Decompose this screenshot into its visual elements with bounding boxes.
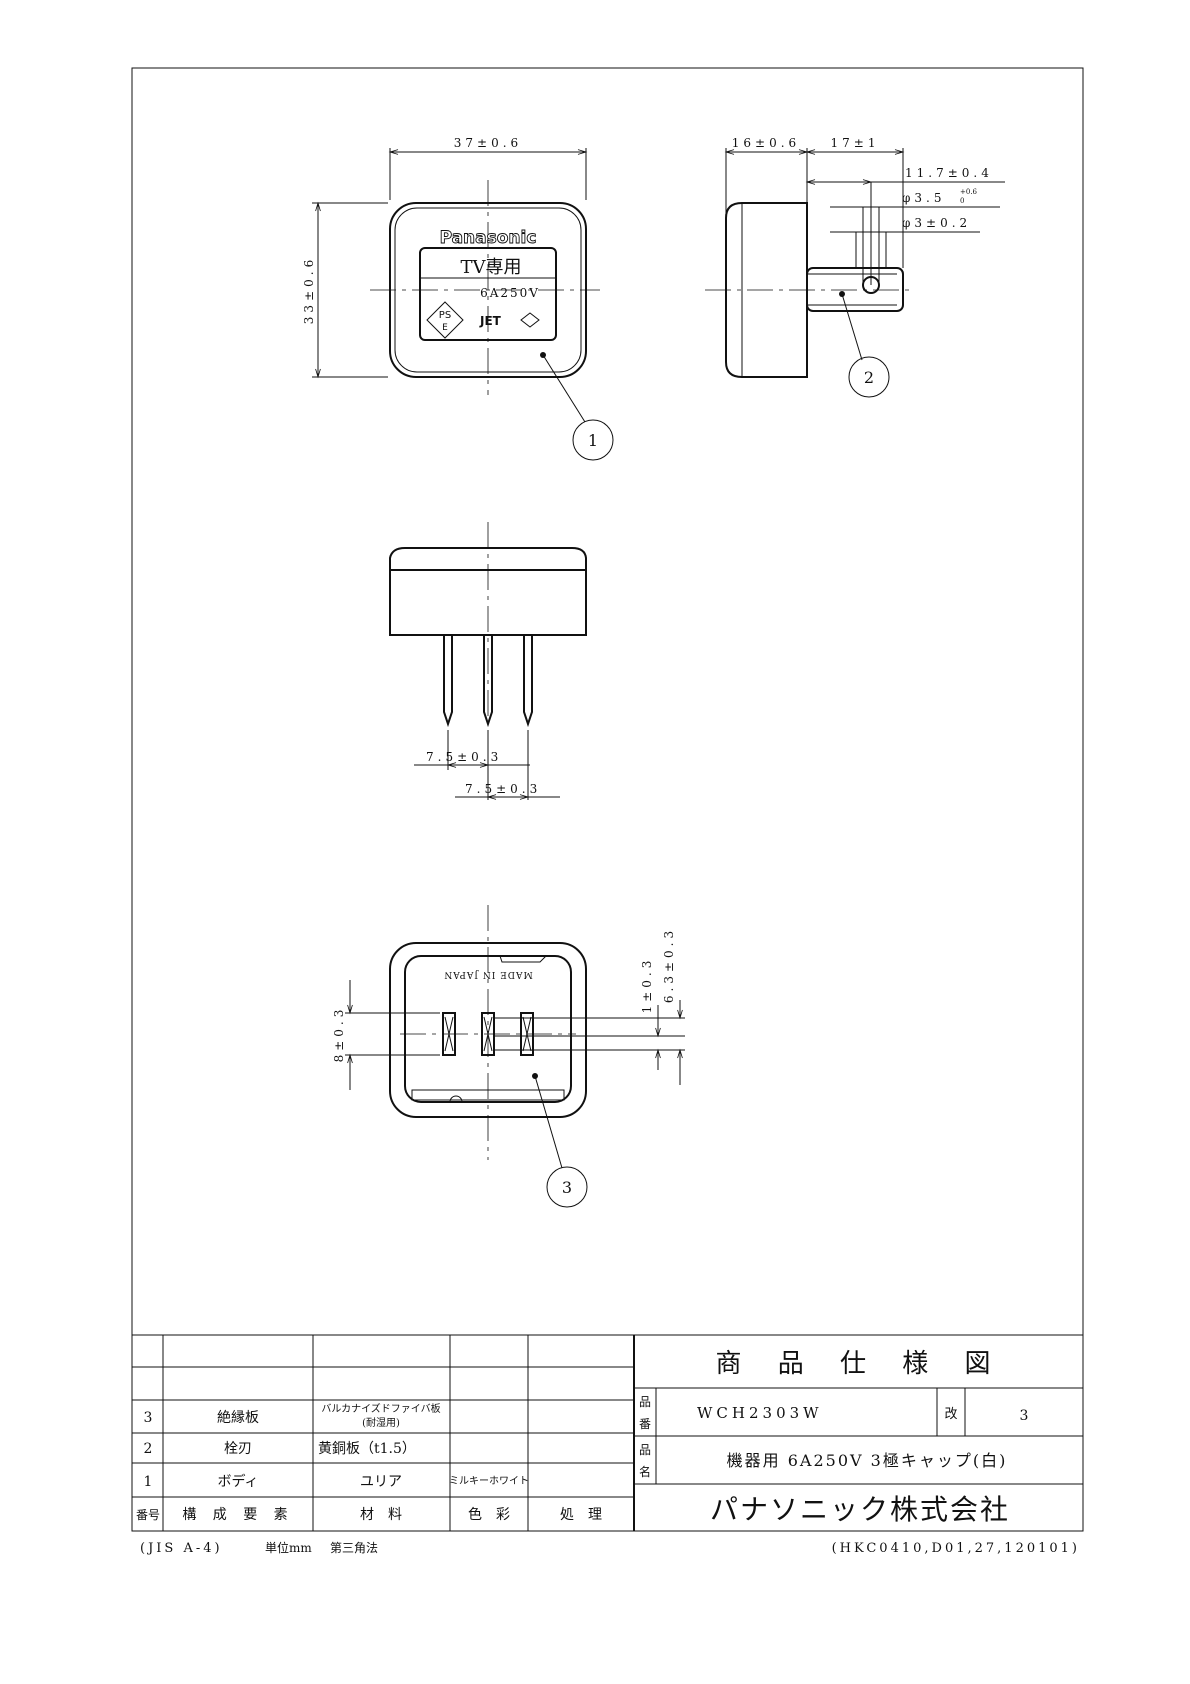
dim-blade-length: 8±0.3 [332,1006,346,1063]
sheet-border [131,67,1084,1532]
dim-blade-width: 6.3±0.3 [662,927,676,1003]
row3-material: バルカナイズドファイバ板 [321,1402,440,1415]
row2-no: 2 [144,1441,153,1457]
made-in-japan-marking: MADE IN JAPAN [443,969,532,979]
parts-table [132,1334,1083,1531]
header-no: 番号 [136,1508,160,1522]
svg-text:2: 2 [864,368,874,387]
dim-pin-pitch-1: 7.5±0.3 [426,750,502,764]
top-view: 7.5±0.3 7.5±0.3 [389,522,587,800]
svg-text:PS: PS [439,310,451,321]
svg-text:1: 1 [588,431,598,450]
pse-mark-icon: PS E [426,301,464,339]
name-label-2: 名 [639,1464,651,1479]
svg-text:E: E [442,323,448,333]
tol-lower: 0 [960,197,964,205]
rating-label [419,247,557,341]
front-view: Panasonic TV専用 6A250V PS E JET 1 37±0.6 … [302,136,614,461]
name-label-1: 品 [639,1443,651,1457]
row1-no: 1 [144,1474,153,1490]
product-name: 機器用 6A250V 3極キャップ(白) [727,1451,1008,1470]
part-number: WCH2303W [697,1404,823,1422]
dim-hole-position: 11.7±0.4 [905,166,993,180]
row1-part: ボディ [217,1473,258,1490]
document-title: 商 品 仕 様 図 [715,1349,1004,1379]
row2-material: 黄銅板（t1.5） [318,1440,416,1457]
svg-text:3: 3 [562,1178,572,1197]
row3-part: 絶縁板 [217,1410,259,1426]
jet-diamond-icon [520,312,540,328]
label-rating: 6A250V [480,286,540,300]
dim-body-depth: 16±0.6 [732,136,800,150]
row3-no: 3 [144,1410,153,1426]
dim-pin-diameter: φ3±0.2 [902,216,971,230]
dim-offset: 1±0.3 [640,957,654,1014]
jet-mark: JET [479,314,502,328]
dim-pin-pitch-2: 7.5±0.3 [465,782,541,796]
part-no-label-2: 番 [639,1417,651,1431]
row1-material: ユリア [360,1474,402,1490]
paper-size: (JIS A-4) [140,1541,223,1556]
side-view: 2 16±0.6 17±1 11.7±0.4 φ3.5 +0.6 0 φ3±0.… [705,136,1005,398]
revision-number: 3 [1020,1408,1029,1424]
document-code: (HKC0410,D01,27,120101) [832,1541,1080,1556]
callout-3 [546,1166,588,1208]
row1-color: ミルキーホワイト [449,1475,529,1487]
bottom-view: MADE IN JAPAN 3 8±0.3 1±0.3 6.3±0.3 [332,905,685,1208]
dim-hole-diameter: φ3.5 [902,191,946,205]
header-material: 材 料 [360,1507,402,1523]
row2-part: 栓刃 [224,1441,252,1457]
header-treatment: 処 理 [560,1507,602,1523]
dim-width: 37±0.6 [454,136,522,150]
projection-note: 第三角法 [330,1541,378,1555]
tol-upper: +0.6 [960,188,978,196]
header-part: 構 成 要 素 [182,1507,293,1523]
label-title: TV専用 [460,257,521,278]
unit-note: 単位mm [265,1540,312,1555]
title-block [634,1387,1083,1485]
callout-1 [572,419,614,461]
dim-height: 33±0.6 [302,256,316,324]
header-color: 色 彩 [468,1506,510,1523]
callout-2 [848,356,890,398]
part-no-label-1: 品 [639,1395,651,1409]
brand-logo: Panasonic [440,228,537,248]
dim-pin-length: 17±1 [831,136,880,150]
revision-label: 改 [944,1407,957,1422]
row3-material-note: (耐湿用) [362,1416,400,1429]
company-name: パナソニック株式会社 [710,1493,1010,1526]
